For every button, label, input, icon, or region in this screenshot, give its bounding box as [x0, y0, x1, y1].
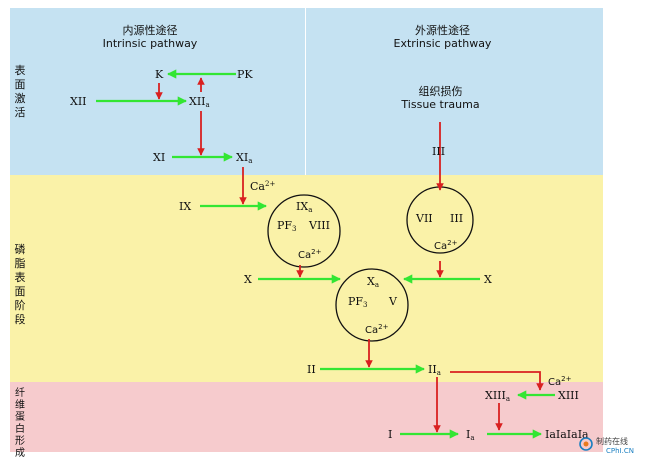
complex-v: V [389, 295, 397, 308]
phase-label-fibrin-formation: 纤维蛋白形成 [15, 388, 25, 459]
prothrombinase-complex-circle [335, 268, 409, 342]
fibrin-polymer: IaIaIaIa [545, 428, 589, 441]
intrinsic-title-en: Intrinsic pathway [102, 37, 198, 50]
complex-extrinsic-calcium: Ca2+ [434, 239, 458, 252]
phase-label-surface-activation: 表面激活 [14, 64, 26, 119]
tissue-trauma-en: Tissue trauma [401, 98, 480, 111]
cphi-logo-icon [579, 437, 593, 451]
factor-iia: IIa [428, 363, 441, 378]
cphi-logo-site: CPhI.CN [606, 447, 634, 455]
complex-xa: Xa [367, 275, 380, 290]
factor-i: I [388, 428, 393, 441]
phase-label-phospholipid-surface: 磷脂表面阶段 [14, 243, 26, 326]
factor-x-right: X [484, 273, 492, 286]
cphi-logo-brand: 制药在线 [596, 437, 628, 446]
factor-xiia: XIIa [189, 95, 210, 110]
factor-k: K [155, 68, 164, 81]
pathway-divider [305, 8, 306, 175]
extrinsic-title-en: Extrinsic pathway [393, 37, 492, 50]
factor-iii: III [432, 145, 446, 158]
factor-ii: II [307, 363, 316, 376]
extrinsic-header: 外源性途径 Extrinsic pathway [385, 24, 500, 50]
complex-iii: III [450, 212, 464, 225]
factor-xiii: XIII [558, 389, 579, 402]
complex-tenase-calcium: Ca2+ [298, 248, 322, 261]
factor-ia: Ia [466, 428, 475, 443]
factor-xii: XII [70, 95, 87, 108]
factor-pk: PK [237, 68, 253, 81]
factor-ix: IX [179, 200, 192, 213]
complex-prothrombinase-calcium: Ca2+ [365, 323, 389, 336]
tissue-trauma-label: 组织损伤 Tissue trauma [388, 85, 493, 111]
extrinsic-title-cn: 外源性途径 [415, 24, 470, 37]
calcium-ion-label-2: Ca2+ [548, 375, 572, 388]
arrow-iia-to-xiii [450, 371, 544, 391]
tenase-complex-circle [267, 194, 341, 268]
factor-xia: XIa [236, 151, 253, 166]
factor-xi: XI [153, 151, 166, 164]
fibrin-formation-band [10, 382, 603, 452]
complex-vii: VII [416, 212, 433, 225]
intrinsic-title-cn: 内源性途径 [122, 24, 178, 37]
cphi-logo: 制药在线 CPhI.CN [578, 434, 648, 460]
complex-pf3: PF3 [277, 219, 297, 234]
complex-ixa: IXa [296, 200, 313, 215]
complex-viii: VIII [309, 219, 330, 232]
surface-activation-band [10, 8, 603, 175]
calcium-ion-label: Ca2+ [250, 180, 276, 193]
intrinsic-header: 内源性途径 Intrinsic pathway [95, 24, 205, 50]
factor-xiiia: XIIIa [485, 389, 511, 404]
factor-x-left: X [244, 273, 252, 286]
complex-pf3-2: PF3 [348, 295, 368, 310]
tissue-trauma-cn: 组织损伤 [418, 85, 463, 98]
